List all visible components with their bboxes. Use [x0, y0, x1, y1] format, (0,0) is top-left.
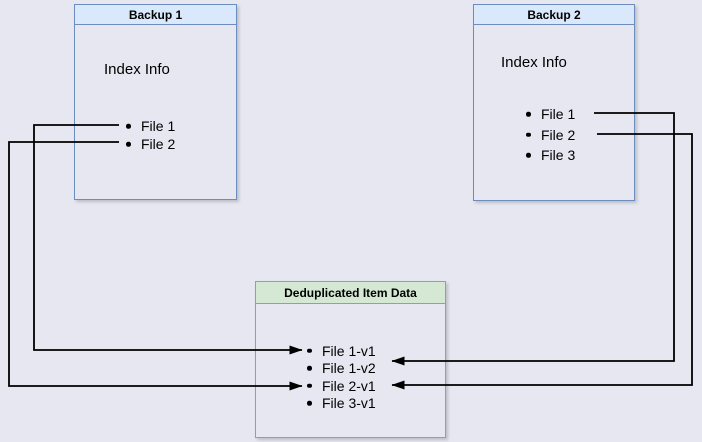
backup1-file-list: File 1 File 2	[126, 117, 175, 153]
list-item: File 3-v1	[307, 395, 376, 413]
list-item: File 1-v2	[307, 360, 376, 378]
list-item: File 2-v1	[307, 377, 376, 395]
list-item: File 3	[526, 145, 575, 166]
backup2-box: Backup 2 Index Info File 1 File 2 File 3	[473, 4, 635, 201]
backup1-box: Backup 1 Index Info File 1 File 2	[74, 4, 237, 200]
backup2-title: Backup 2	[474, 5, 634, 25]
list-item: File 1	[126, 117, 175, 135]
backup1-index-info-label: Index Info	[104, 61, 170, 78]
list-item: File 1	[526, 104, 575, 125]
dedup-box: Deduplicated Item Data File 1-v1 File 1-…	[255, 281, 446, 438]
backup1-title: Backup 1	[75, 5, 236, 25]
list-item: File 1-v1	[307, 342, 376, 360]
dedup-title: Deduplicated Item Data	[256, 282, 445, 304]
dedup-item-list: File 1-v1 File 1-v2 File 2-v1 File 3-v1	[307, 342, 376, 412]
list-item: File 2	[126, 135, 175, 153]
list-item: File 2	[526, 125, 575, 146]
backup2-index-info-label: Index Info	[501, 54, 567, 71]
backup2-file-list: File 1 File 2 File 3	[526, 104, 575, 166]
